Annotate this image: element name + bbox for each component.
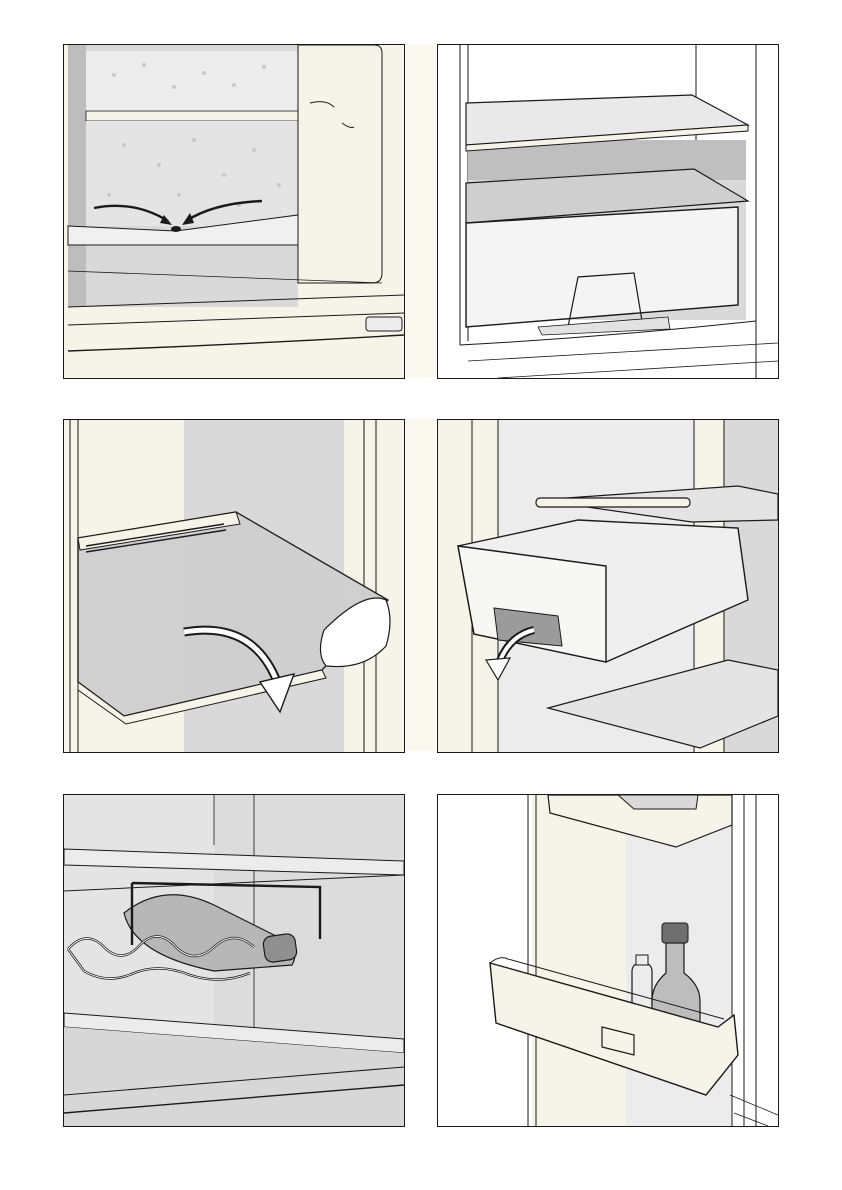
shelf-and-vegetable-drawer-illustration xyxy=(438,45,778,378)
illustration-door-shelf xyxy=(437,794,779,1127)
center-gutter-middle xyxy=(404,419,436,751)
illustration-bottle-rack xyxy=(63,794,405,1127)
remove-drawer-illustration xyxy=(438,420,778,752)
illustration-tilt-shelf xyxy=(63,419,405,753)
condensation-drain-illustration xyxy=(64,45,404,378)
tilting-glass-shelf-illustration xyxy=(64,420,404,752)
bottle-rack-illustration xyxy=(64,795,404,1126)
door-shelf-bottles-illustration xyxy=(438,795,778,1126)
illustration-remove-drawer xyxy=(437,419,779,753)
illustration-condensation-drain xyxy=(63,44,405,379)
center-gutter-top xyxy=(404,44,436,377)
illustration-shelf-and-drawer xyxy=(437,44,779,379)
